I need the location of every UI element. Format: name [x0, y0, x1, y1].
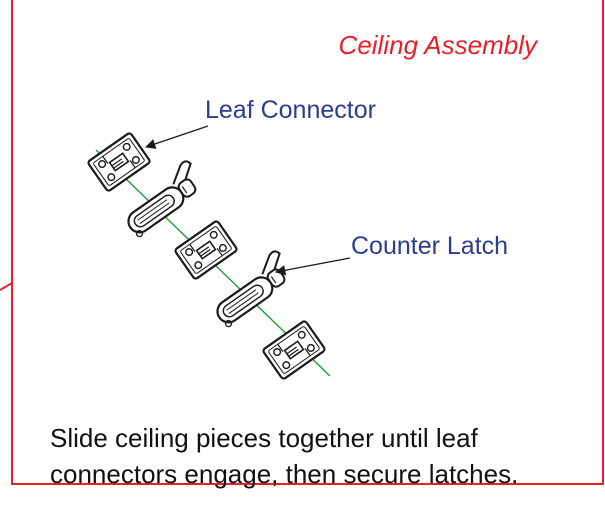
diagram-title: Ceiling Assembly — [338, 30, 537, 60]
caption-line-2: connectors engage, then secure latches. — [50, 459, 519, 489]
counter-latch-leader — [274, 257, 351, 276]
counter-latch-label: Counter Latch — [351, 232, 509, 260]
leaf-connector-label: Leaf Connector — [205, 96, 376, 124]
leaf-connector-plate-2 — [173, 219, 239, 281]
leaf-connector-plate-1 — [86, 131, 152, 193]
leaf-connector-plate-3 — [261, 319, 327, 381]
caption-line-1: Slide ceiling pieces together until leaf — [50, 423, 478, 453]
leaf-connector-leader — [145, 125, 209, 149]
instruction-caption: Slide ceiling pieces together until leaf… — [50, 420, 518, 492]
